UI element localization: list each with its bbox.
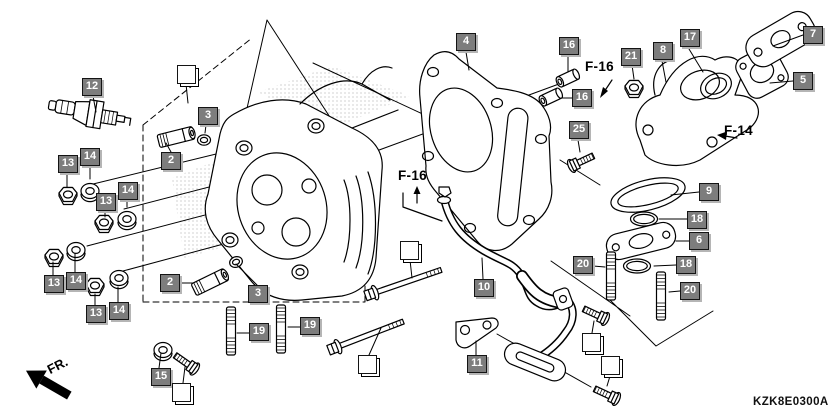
callout-13[interactable]: 13 (44, 275, 64, 293)
callout-20[interactable]: 20 (573, 256, 593, 274)
part-code: KZK8E0300A (753, 396, 829, 408)
intake-manifold-drawing (624, 10, 816, 167)
callout-blank[interactable] (358, 355, 377, 374)
callout-14[interactable]: 14 (80, 148, 100, 166)
head-gasket-drawing (419, 50, 553, 251)
callout-13[interactable]: 13 (58, 155, 78, 173)
callout-21[interactable]: 21 (621, 48, 641, 66)
callout-19[interactable]: 19 (300, 317, 320, 335)
callout-13[interactable]: 13 (96, 193, 116, 211)
callout-9[interactable]: 9 (699, 183, 719, 201)
fr-arrow-icon (26, 370, 72, 400)
callout-18[interactable]: 18 (687, 211, 707, 229)
callout-12[interactable]: 12 (82, 78, 102, 96)
callout-10[interactable]: 10 (474, 279, 494, 297)
ref-label-f14-right[interactable]: F-14 (724, 123, 753, 138)
callout-14[interactable]: 14 (66, 272, 86, 290)
air-pipe-drawing (436, 186, 577, 382)
callout-8[interactable]: 8 (653, 42, 673, 60)
callout-20[interactable]: 20 (680, 282, 700, 300)
callout-13[interactable]: 13 (86, 305, 106, 323)
callout-5[interactable]: 5 (793, 72, 813, 90)
callout-6[interactable]: 6 (689, 232, 709, 250)
callout-16[interactable]: 16 (559, 37, 579, 55)
callout-3[interactable]: 3 (198, 107, 218, 125)
callout-17[interactable]: 17 (680, 29, 700, 47)
callout-3[interactable]: 3 (248, 285, 268, 303)
callout-leader-stubs (52, 34, 804, 387)
callout-blank[interactable] (601, 356, 620, 375)
callout-15[interactable]: 15 (151, 368, 171, 386)
callout-19[interactable]: 19 (249, 323, 269, 341)
callout-7[interactable]: 7 (803, 26, 823, 44)
callout-blank[interactable] (172, 383, 191, 402)
callout-blank[interactable] (400, 241, 419, 260)
callout-14[interactable]: 14 (118, 182, 138, 200)
spark-plug-drawing (47, 99, 132, 130)
cylinder-head-drawing (204, 66, 399, 301)
ref-label-f16-top[interactable]: F-16 (585, 59, 614, 74)
ref-arrows (402, 79, 738, 222)
callout-2[interactable]: 2 (160, 274, 180, 292)
callout-blank[interactable] (177, 65, 196, 84)
ref-label-f16-left[interactable]: F-16 (398, 168, 427, 183)
callout-4[interactable]: 4 (456, 33, 476, 51)
callout-11[interactable]: 11 (467, 355, 487, 373)
callout-16[interactable]: 16 (572, 89, 592, 107)
callout-14[interactable]: 14 (109, 302, 129, 320)
insulator-stack-drawing (605, 177, 686, 321)
callout-25[interactable]: 25 (569, 121, 589, 139)
callout-blank[interactable] (582, 333, 601, 352)
callout-18[interactable]: 18 (676, 256, 696, 274)
callout-2[interactable]: 2 (161, 152, 181, 170)
